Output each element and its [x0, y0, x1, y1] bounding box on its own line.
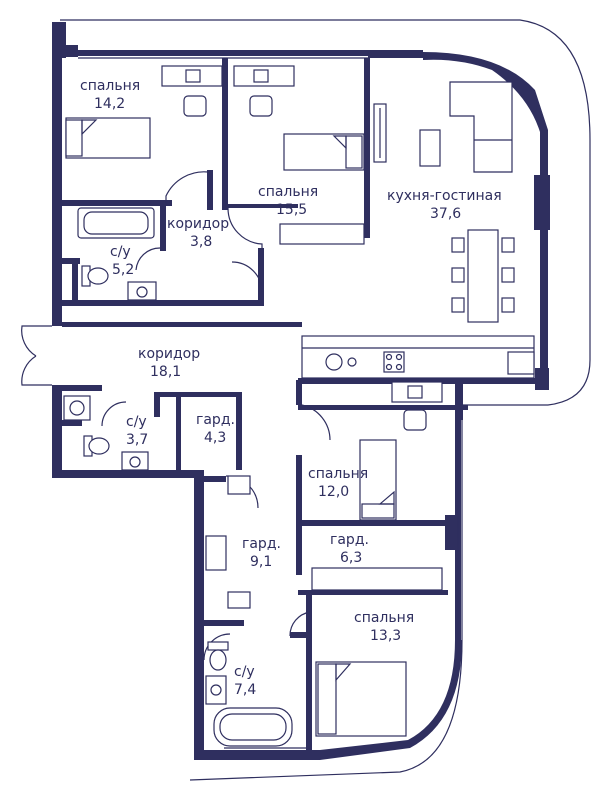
bathtub-icon [77, 207, 155, 239]
bed-icon [315, 661, 407, 737]
room-area: 12,0 [318, 484, 349, 500]
room-name: спальня [354, 610, 414, 626]
tv-icon [373, 103, 387, 163]
sink-icon [127, 281, 157, 301]
bathtub-icon [213, 707, 293, 747]
sofa-icon [449, 81, 513, 173]
doors [21, 171, 331, 661]
kitchen-counter-icon [301, 335, 535, 379]
room-name: гард. [330, 532, 369, 548]
room-name: с/у [234, 664, 255, 680]
bed-icon [65, 117, 151, 159]
desk-icon [233, 65, 295, 117]
room-area: 6,3 [340, 550, 362, 566]
bed-icon [283, 133, 365, 171]
desk-icon [161, 65, 223, 117]
room-name: гард. [196, 412, 235, 428]
room-area: 4,3 [204, 430, 226, 446]
terrace-outline [60, 19, 591, 781]
room-area: 14,2 [94, 96, 125, 112]
room-name: спальня [308, 466, 368, 482]
room-area: 3,7 [126, 432, 148, 448]
wardrobe [279, 223, 365, 245]
sink-icon [121, 451, 149, 471]
room-name: кухня-гостиная [387, 188, 502, 204]
room-name: гард. [242, 536, 281, 552]
room-area: 37,6 [430, 206, 461, 222]
interior-walls [62, 58, 468, 755]
coffee-table [419, 129, 441, 167]
room-name: спальня [80, 78, 140, 94]
room-name: коридор [167, 216, 229, 232]
room-name: коридор [138, 346, 200, 362]
room-name: спальня [258, 184, 318, 200]
room-area: 3,8 [190, 234, 212, 250]
bed-icon [359, 439, 397, 521]
wardrobe [311, 567, 443, 591]
toilet-icon [207, 641, 229, 671]
sink-icon [205, 675, 227, 705]
room-area: 15,5 [276, 202, 307, 218]
furniture [63, 65, 535, 747]
shelf-icon [205, 475, 251, 609]
desk-icon [391, 381, 443, 431]
windows [78, 57, 547, 749]
washing-machine-icon [63, 395, 91, 421]
room-name: с/у [110, 244, 131, 260]
room-name: с/у [126, 414, 147, 430]
room-area: 13,3 [370, 628, 401, 644]
dining-table-icon [451, 229, 515, 323]
room-area: 7,4 [234, 682, 256, 698]
room-area: 5,2 [112, 262, 134, 278]
toilet-icon [81, 265, 109, 287]
toilet-icon [83, 435, 110, 457]
room-area: 9,1 [250, 554, 272, 570]
room-area: 18,1 [150, 364, 181, 380]
room-labels: спальня 14,2 спальня 15,5 кухня-гостиная… [80, 78, 502, 698]
